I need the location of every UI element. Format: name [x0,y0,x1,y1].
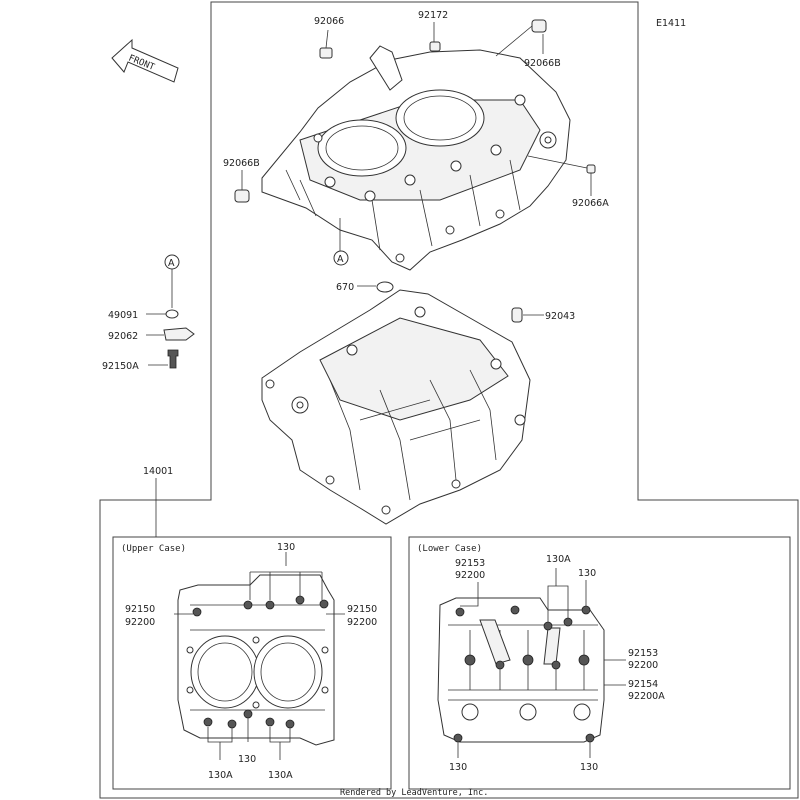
upper-label-right-92150: 92150 [347,604,377,615]
o-ring-670 [376,281,394,293]
upper-case-drawing [177,574,335,746]
lower-label-r1-92200: 92200 [628,660,658,671]
label-92066A: 92066A [572,198,609,209]
lower-label-130-top: 130 [578,568,596,579]
label-670: 670 [336,282,354,293]
label-92066B-top: 92066B [524,58,561,69]
lower-label-130A-top: 130A [546,554,571,565]
washer-49091 [165,309,179,319]
label-92062: 92062 [108,331,138,342]
label-92172: 92172 [418,10,448,21]
lower-case-title: (Lower Case) [417,544,482,554]
label-92043: 92043 [545,311,575,322]
upper-label-130-top: 130 [277,542,295,553]
plug-92172 [429,41,441,52]
plug-92066 [319,47,333,59]
upper-case-box [112,536,392,790]
bolt-92150A [167,349,179,369]
lower-label-r1-92153: 92153 [628,648,658,659]
upper-bore-1 [190,635,260,709]
upper-crankcase [261,45,571,271]
cylinder-bore-1 [317,119,407,177]
label-92150A: 92150A [102,361,139,372]
plug-92066B-left [234,189,250,203]
plug-92066B-top [531,19,547,33]
lower-label-tl-92153: 92153 [455,558,485,569]
clamp-92062 [163,327,195,341]
plug-92066A [586,164,596,174]
callout-a-switch-letter: A [168,258,175,269]
upper-label-130A-right: 130A [268,770,293,781]
lower-label-130-bottom-right: 130 [580,762,598,773]
label-49091: 49091 [108,310,138,321]
callout-a-crankcase [333,250,349,266]
lower-label-r2-92154: 92154 [628,679,658,690]
upper-case-title: (Upper Case) [121,544,186,554]
callout-a-crankcase-letter: A [337,254,344,265]
front-arrow-icon: FRONT [111,38,179,83]
label-92066B-left: 92066B [223,158,260,169]
main-frame [99,1,799,799]
upper-label-130-bottom: 130 [238,754,256,765]
upper-label-right-92200: 92200 [347,617,377,628]
lower-case-drawing [437,597,605,743]
cylinder-bore-2 [395,89,485,147]
dowel-92043 [511,307,523,323]
label-14001: 14001 [143,466,173,477]
lower-label-r2-92200A: 92200A [628,691,665,702]
lower-crankcase [261,289,531,525]
upper-label-left-92150: 92150 [125,604,155,615]
lower-label-tl-92200: 92200 [455,570,485,581]
diagram-id: E1411 [656,18,686,29]
footer-credit: Rendered by LeadVenture, Inc. [340,788,488,798]
label-92066: 92066 [314,16,344,27]
upper-bore-2 [253,635,323,709]
upper-label-130A-left: 130A [208,770,233,781]
upper-label-left-92200: 92200 [125,617,155,628]
lower-case-box [408,536,791,790]
lower-label-130-bottom-left: 130 [449,762,467,773]
